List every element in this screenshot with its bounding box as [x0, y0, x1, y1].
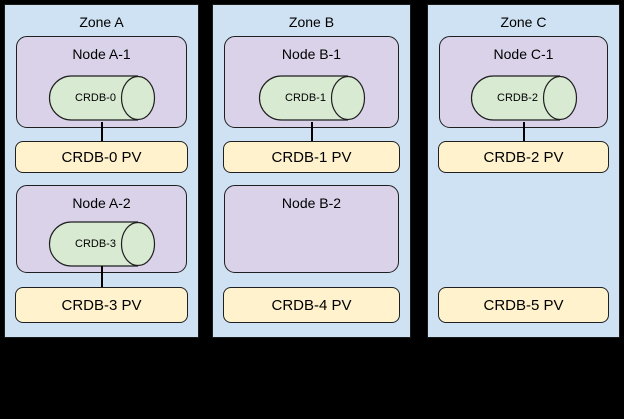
- crdb-pod-label: CRDB-0: [75, 92, 116, 104]
- pod-pv-connector: [100, 266, 103, 288]
- zone-b: Zone B Node B-1 CRDB-1 CRDB-1 PV Node B-…: [212, 4, 411, 338]
- node-label: Node B-2: [281, 195, 342, 211]
- pv-label: CRDB-5 PV: [483, 296, 564, 314]
- pv-label: CRDB-4 PV: [271, 296, 352, 314]
- crdb-3-pv: CRDB-3 PV: [15, 287, 188, 323]
- cylinder-shape-icon: [470, 75, 577, 121]
- zone-title: Zone B: [288, 14, 335, 30]
- crdb-2-pv: CRDB-2 PV: [438, 141, 609, 173]
- pv-label: CRDB-3 PV: [61, 296, 142, 314]
- crdb-0-pv: CRDB-0 PV: [15, 141, 188, 173]
- cylinder-shape-icon: [48, 75, 155, 121]
- node-b-2: Node B-2: [224, 185, 399, 273]
- zone-a: Zone A Node A-1 CRDB-0 CRDB-0 PV Node A-…: [4, 4, 199, 338]
- pod-pv-connector: [310, 122, 313, 142]
- pv-label: CRDB-2 PV: [483, 148, 564, 166]
- pod-pv-connector: [100, 122, 103, 142]
- crdb-4-pv: CRDB-4 PV: [223, 287, 400, 323]
- crdb-2-pod-cylinder: CRDB-2: [470, 75, 578, 121]
- crdb-1-pv: CRDB-1 PV: [223, 141, 400, 173]
- pv-label: CRDB-1 PV: [271, 148, 352, 166]
- crdb-5-pv: CRDB-5 PV: [438, 287, 609, 323]
- zone-title: Zone A: [79, 14, 124, 30]
- node-label: Node A-1: [72, 46, 131, 62]
- node-label: Node C-1: [493, 46, 554, 62]
- zone-c: Zone C Node C-1 CRDB-2 CRDB-2 PV CRDB-5 …: [427, 4, 620, 338]
- cylinder-shape-icon: [258, 75, 365, 121]
- node-label: Node B-1: [281, 46, 342, 62]
- zone-title: Zone C: [500, 14, 547, 30]
- cylinder-shape-icon: [48, 221, 155, 267]
- crdb-0-pod-cylinder: CRDB-0: [48, 75, 156, 121]
- crdb-pod-label: CRDB-3: [75, 238, 116, 250]
- crdb-pod-label: CRDB-1: [285, 92, 326, 104]
- crdb-1-pod-cylinder: CRDB-1: [258, 75, 366, 121]
- pod-pv-connector: [522, 122, 525, 142]
- crdb-pod-label: CRDB-2: [497, 92, 538, 104]
- node-label: Node A-2: [72, 195, 131, 211]
- crdb-3-pod-cylinder: CRDB-3: [48, 221, 156, 267]
- pv-label: CRDB-0 PV: [61, 148, 142, 166]
